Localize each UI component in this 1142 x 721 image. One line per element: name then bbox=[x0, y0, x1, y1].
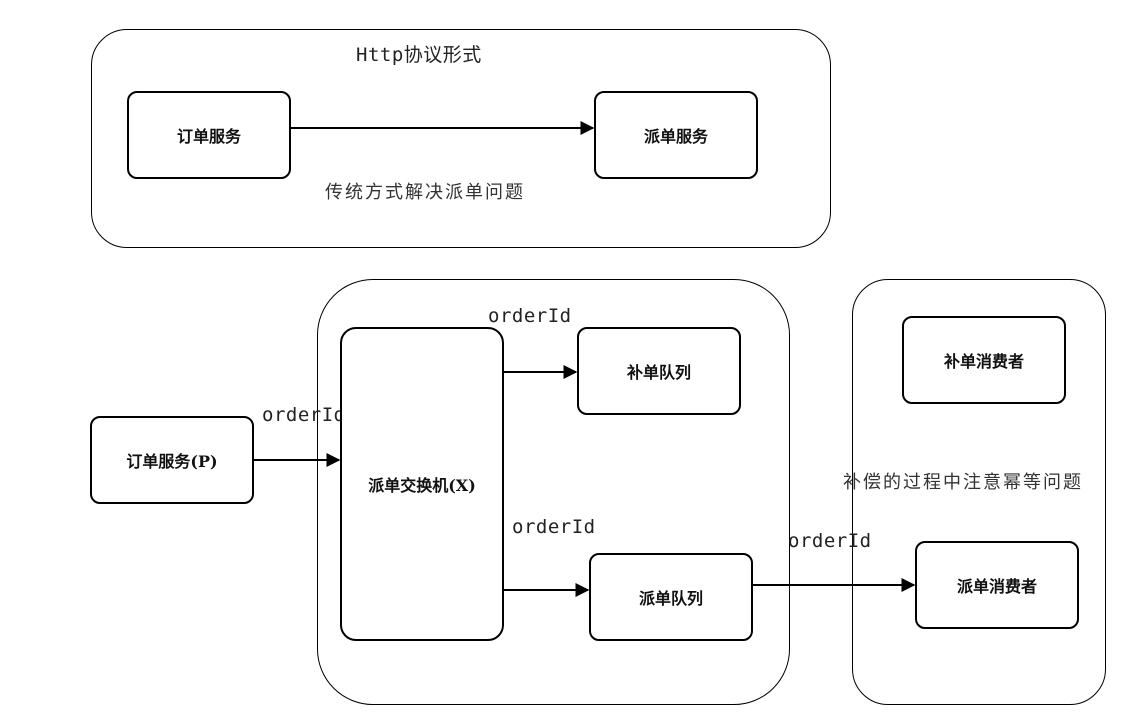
order-service-node: 订单服务 bbox=[127, 91, 291, 179]
supplement-consumer-node: 补单消费者 bbox=[902, 316, 1066, 404]
compensation-caption: 补偿的过程中注意幂等问题 bbox=[843, 472, 1083, 493]
edge-label-exchange-to-supplement: orderId bbox=[488, 305, 572, 327]
dispatch-service-node: 派单服务 bbox=[594, 91, 758, 179]
dispatch-queue-node: 派单队列 bbox=[589, 553, 753, 641]
order-service-producer-node: 订单服务(P) bbox=[90, 416, 254, 504]
dispatch-consumer-node: 派单消费者 bbox=[915, 541, 1079, 629]
http-protocol-title: Http协议形式 bbox=[356, 44, 482, 66]
dispatch-exchange-node: 派单交换机(X) bbox=[340, 327, 504, 641]
traditional-caption: 传统方式解决派单问题 bbox=[325, 182, 525, 203]
edge-label-order-to-exchange: orderId bbox=[262, 404, 346, 426]
supplement-queue-node: 补单队列 bbox=[577, 327, 741, 415]
edge-label-exchange-to-dispatch: orderId bbox=[512, 516, 596, 538]
edge-label-dispatch-to-consumer: orderId bbox=[788, 530, 872, 552]
